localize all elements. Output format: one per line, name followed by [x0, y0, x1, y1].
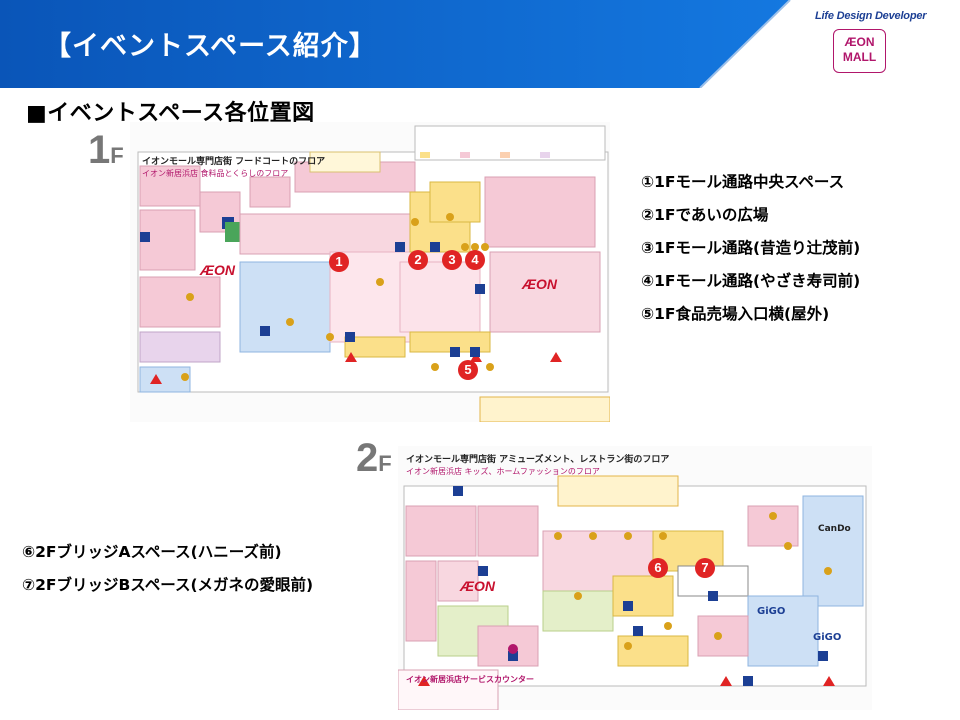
logo-aeon-text: ÆON [844, 35, 875, 49]
floor1-aeon-logo-right: ÆON [522, 276, 557, 292]
floor-map-2f-drawing [398, 475, 867, 710]
brand-tagline: Life Design Developer [815, 10, 927, 22]
logo-mall-text: MALL [842, 50, 877, 64]
floor-map-1f: イオンモール専門店街 フードコートのフロア イオン新居浜店 食料品とくらしのフロ… [130, 122, 610, 422]
legend-1f-item-5: ⑤1F食品売場入口横(屋外) [641, 305, 830, 323]
legend-1f-item-3: ③1Fモール通路(昔造り辻茂前) [641, 239, 861, 257]
event-marker-2[interactable]: 2 [408, 250, 428, 270]
event-marker-6[interactable]: 6 [648, 558, 668, 578]
floor2-heading: イオンモール専門店街 アミューズメント、レストラン街のフロア [406, 455, 670, 465]
event-marker-5[interactable]: 5 [458, 360, 478, 380]
aeon-mall-logo: ÆON MALL [833, 29, 886, 73]
floor-number: 1 [88, 128, 111, 172]
event-marker-1[interactable]: 1 [329, 252, 349, 272]
legend-1f-item-2: ②1Fであいの広場 [641, 206, 769, 224]
floor1-aeon-logo-left: ÆON [200, 262, 235, 278]
floor-map-1f-drawing [137, 125, 610, 422]
banner-shape [0, 0, 791, 88]
floor1-heading: イオンモール専門店街 フードコートのフロア [142, 157, 326, 167]
floor-f: F [110, 143, 124, 168]
legend-1f-item-1: ①1Fモール通路中央スペース [641, 173, 845, 191]
floor-number: 2 [356, 436, 379, 480]
floor-label-1f: 1F [88, 128, 124, 173]
event-marker-3[interactable]: 3 [442, 250, 462, 270]
floor2-cando-label: CanDo [818, 524, 851, 534]
floor2-aeon-logo: ÆON [460, 578, 495, 594]
floor2-gigo-label-1: GiGO [757, 606, 786, 617]
floor-label-2f: 2F [356, 436, 392, 481]
header-banner: 【イベントスペース紹介】 Life Design Developer ÆON M… [0, 0, 960, 88]
floor-map-2f: イオンモール専門店街 アミューズメント、レストラン街のフロア イオン新居浜店 キ… [398, 446, 872, 710]
floor-f: F [378, 451, 392, 476]
page-title: 【イベントスペース紹介】 [44, 31, 377, 62]
legend-1f-item-4: ④1Fモール通路(やざき寿司前) [641, 272, 861, 290]
legend-2f-item-7: ⑦2FブリッジBスペース(メガネの愛眼前) [22, 576, 314, 594]
floor2-service-counter: イオン新居浜店サービスカウンター [406, 675, 534, 684]
event-marker-7[interactable]: 7 [695, 558, 715, 578]
section-title: ■イベントスペース各位置図 [26, 101, 315, 126]
floor1-subheading: イオン新居浜店 食料品とくらしのフロア [142, 169, 289, 178]
event-marker-4[interactable]: 4 [465, 250, 485, 270]
floor2-subheading: イオン新居浜店 キッズ、ホームファッションのフロア [406, 467, 600, 476]
floor2-gigo-label-2: GiGO [813, 632, 842, 643]
legend-2f-item-6: ⑥2FブリッジAスペース(ハニーズ前) [22, 543, 282, 561]
